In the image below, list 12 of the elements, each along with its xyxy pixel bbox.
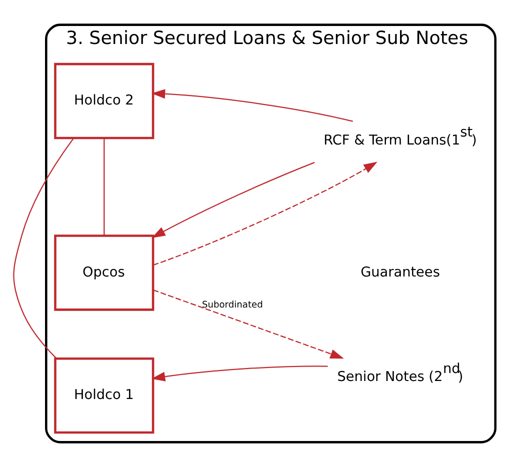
node-box: Opcos [54,234,154,310]
arrow [150,88,352,122]
arrow [152,161,377,266]
connector [103,138,104,235]
arrow [151,161,314,238]
label: Guarantees [360,264,440,280]
connector [12,138,74,358]
node-box: Holdco 1 [54,356,154,434]
arrow [150,365,328,381]
edge-label: Subordinated [201,300,262,310]
node-box: Holdco 2 [54,62,154,139]
arrow [152,288,344,358]
